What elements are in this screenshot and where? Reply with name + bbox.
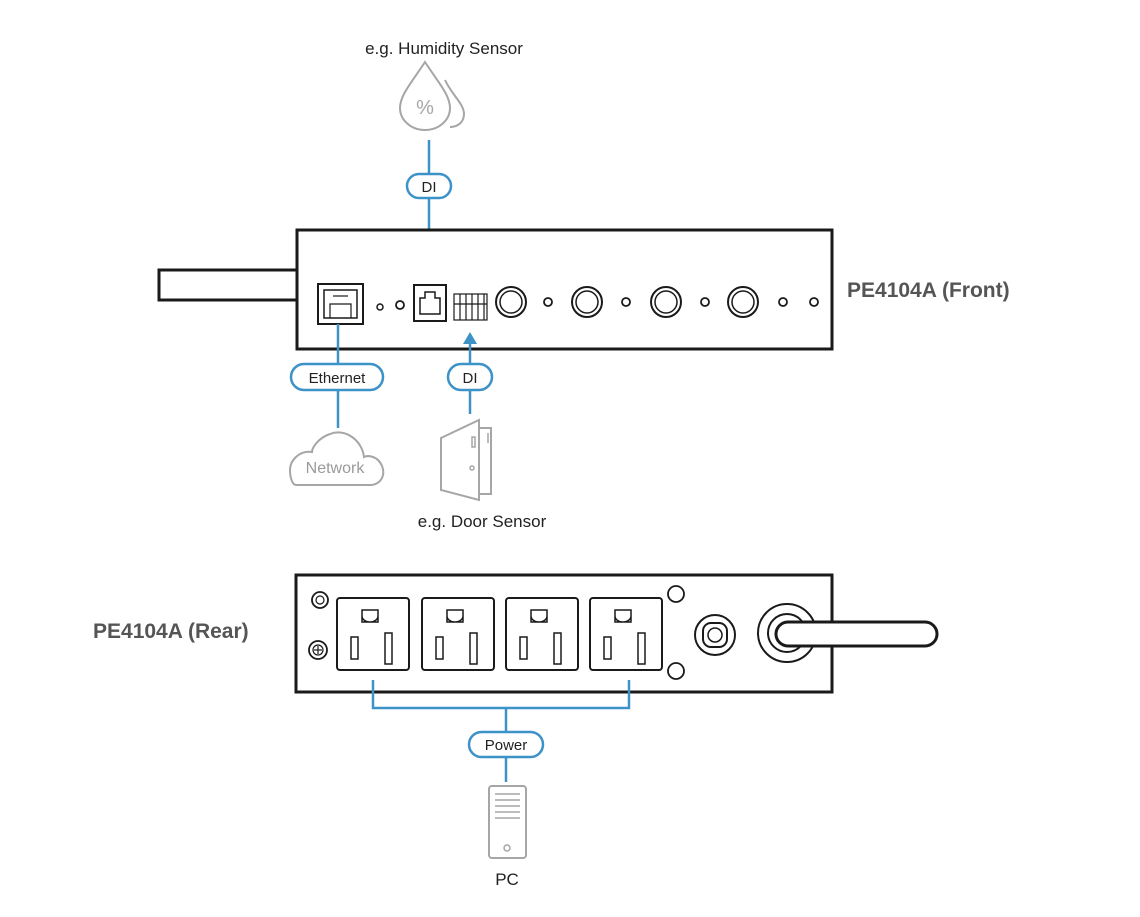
- ethernet-pill: [289, 362, 385, 392]
- front-panel-title: PE4104A (Front): [847, 279, 1010, 302]
- power-pill: [467, 730, 545, 759]
- ground-screw-icon: [308, 640, 328, 660]
- mounting-hole-icon: [311, 591, 329, 609]
- rear-power-cord-icon: [774, 620, 939, 648]
- led-indicator: [700, 297, 710, 307]
- outlet-switch-button: [727, 286, 759, 318]
- front-panel: [295, 228, 834, 351]
- di-bottom-pill: [446, 362, 494, 392]
- mounting-hole-icon: [667, 585, 685, 603]
- rj45-port-icon: [317, 283, 364, 325]
- mounting-hole-icon: [315, 595, 325, 605]
- di-top-label: DI: [422, 179, 437, 196]
- rear-panel-title: PE4104A (Rear): [93, 620, 249, 643]
- outlet-switch-button: [571, 286, 603, 318]
- led-indicator: [809, 297, 819, 307]
- network-label: Network: [306, 460, 366, 477]
- pc-tower-icon: [488, 785, 527, 859]
- mounting-hole-icon: [667, 662, 685, 680]
- front-power-cord-icon: [157, 268, 299, 302]
- outlet-icon: [589, 597, 663, 671]
- outlet-icon: [421, 597, 495, 671]
- led-indicator: [621, 297, 631, 307]
- di-bottom-label: DI: [463, 370, 478, 387]
- ethernet-label: Ethernet: [309, 370, 367, 387]
- humidity-sensor-caption: e.g. Humidity Sensor: [365, 39, 523, 58]
- led-indicator: [376, 303, 384, 311]
- di-top-pill: [405, 172, 453, 200]
- rj11-port-icon: [413, 284, 447, 322]
- door-icon: [440, 418, 492, 502]
- door-sensor-caption: e.g. Door Sensor: [418, 512, 547, 531]
- pc-label: PC: [495, 870, 519, 889]
- led-indicator: [395, 300, 405, 310]
- di-bottom-arrow-icon: [463, 332, 477, 344]
- terminal-block-icon: [453, 293, 488, 321]
- outlet-switch-button: [495, 286, 527, 318]
- outlet-switch-button: [650, 286, 682, 318]
- led-indicator: [543, 297, 553, 307]
- power-label: Power: [485, 737, 528, 754]
- rear-panel: [294, 573, 834, 694]
- humidity-percent-symbol: %: [416, 97, 434, 119]
- breaker-icon: [694, 614, 736, 656]
- led-indicator: [778, 297, 788, 307]
- humidity-drop-icon: [398, 60, 466, 132]
- outlet-icon: [336, 597, 410, 671]
- power-connector: [371, 680, 631, 782]
- cloud-icon: [288, 431, 385, 486]
- outlet-icon: [505, 597, 579, 671]
